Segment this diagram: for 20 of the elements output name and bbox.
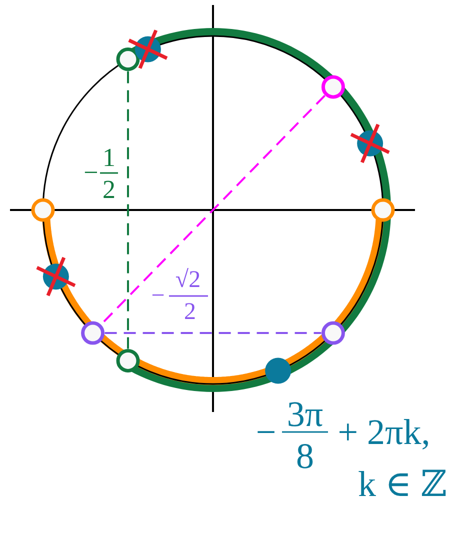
dashed-line [127,71,129,349]
math-label: − [150,284,166,308]
open-point [81,321,105,345]
math-label: 3π [286,396,324,432]
math-label: k ∈ ℤ [358,466,447,502]
math-label: 8 [295,438,315,474]
open-point [31,198,55,222]
math-label: − [254,414,278,450]
open-point [116,48,140,72]
math-label: − [82,160,100,186]
open-point [321,75,345,99]
dashed-line [104,332,322,334]
open-point [321,321,345,345]
open-point [371,198,395,222]
math-label: 2 [102,177,116,203]
open-point [116,348,140,372]
math-label: 1 [102,145,116,171]
math-label: + 2πk, [336,414,432,450]
math-label: √2 [174,268,202,292]
math-label: 2 [183,300,197,324]
